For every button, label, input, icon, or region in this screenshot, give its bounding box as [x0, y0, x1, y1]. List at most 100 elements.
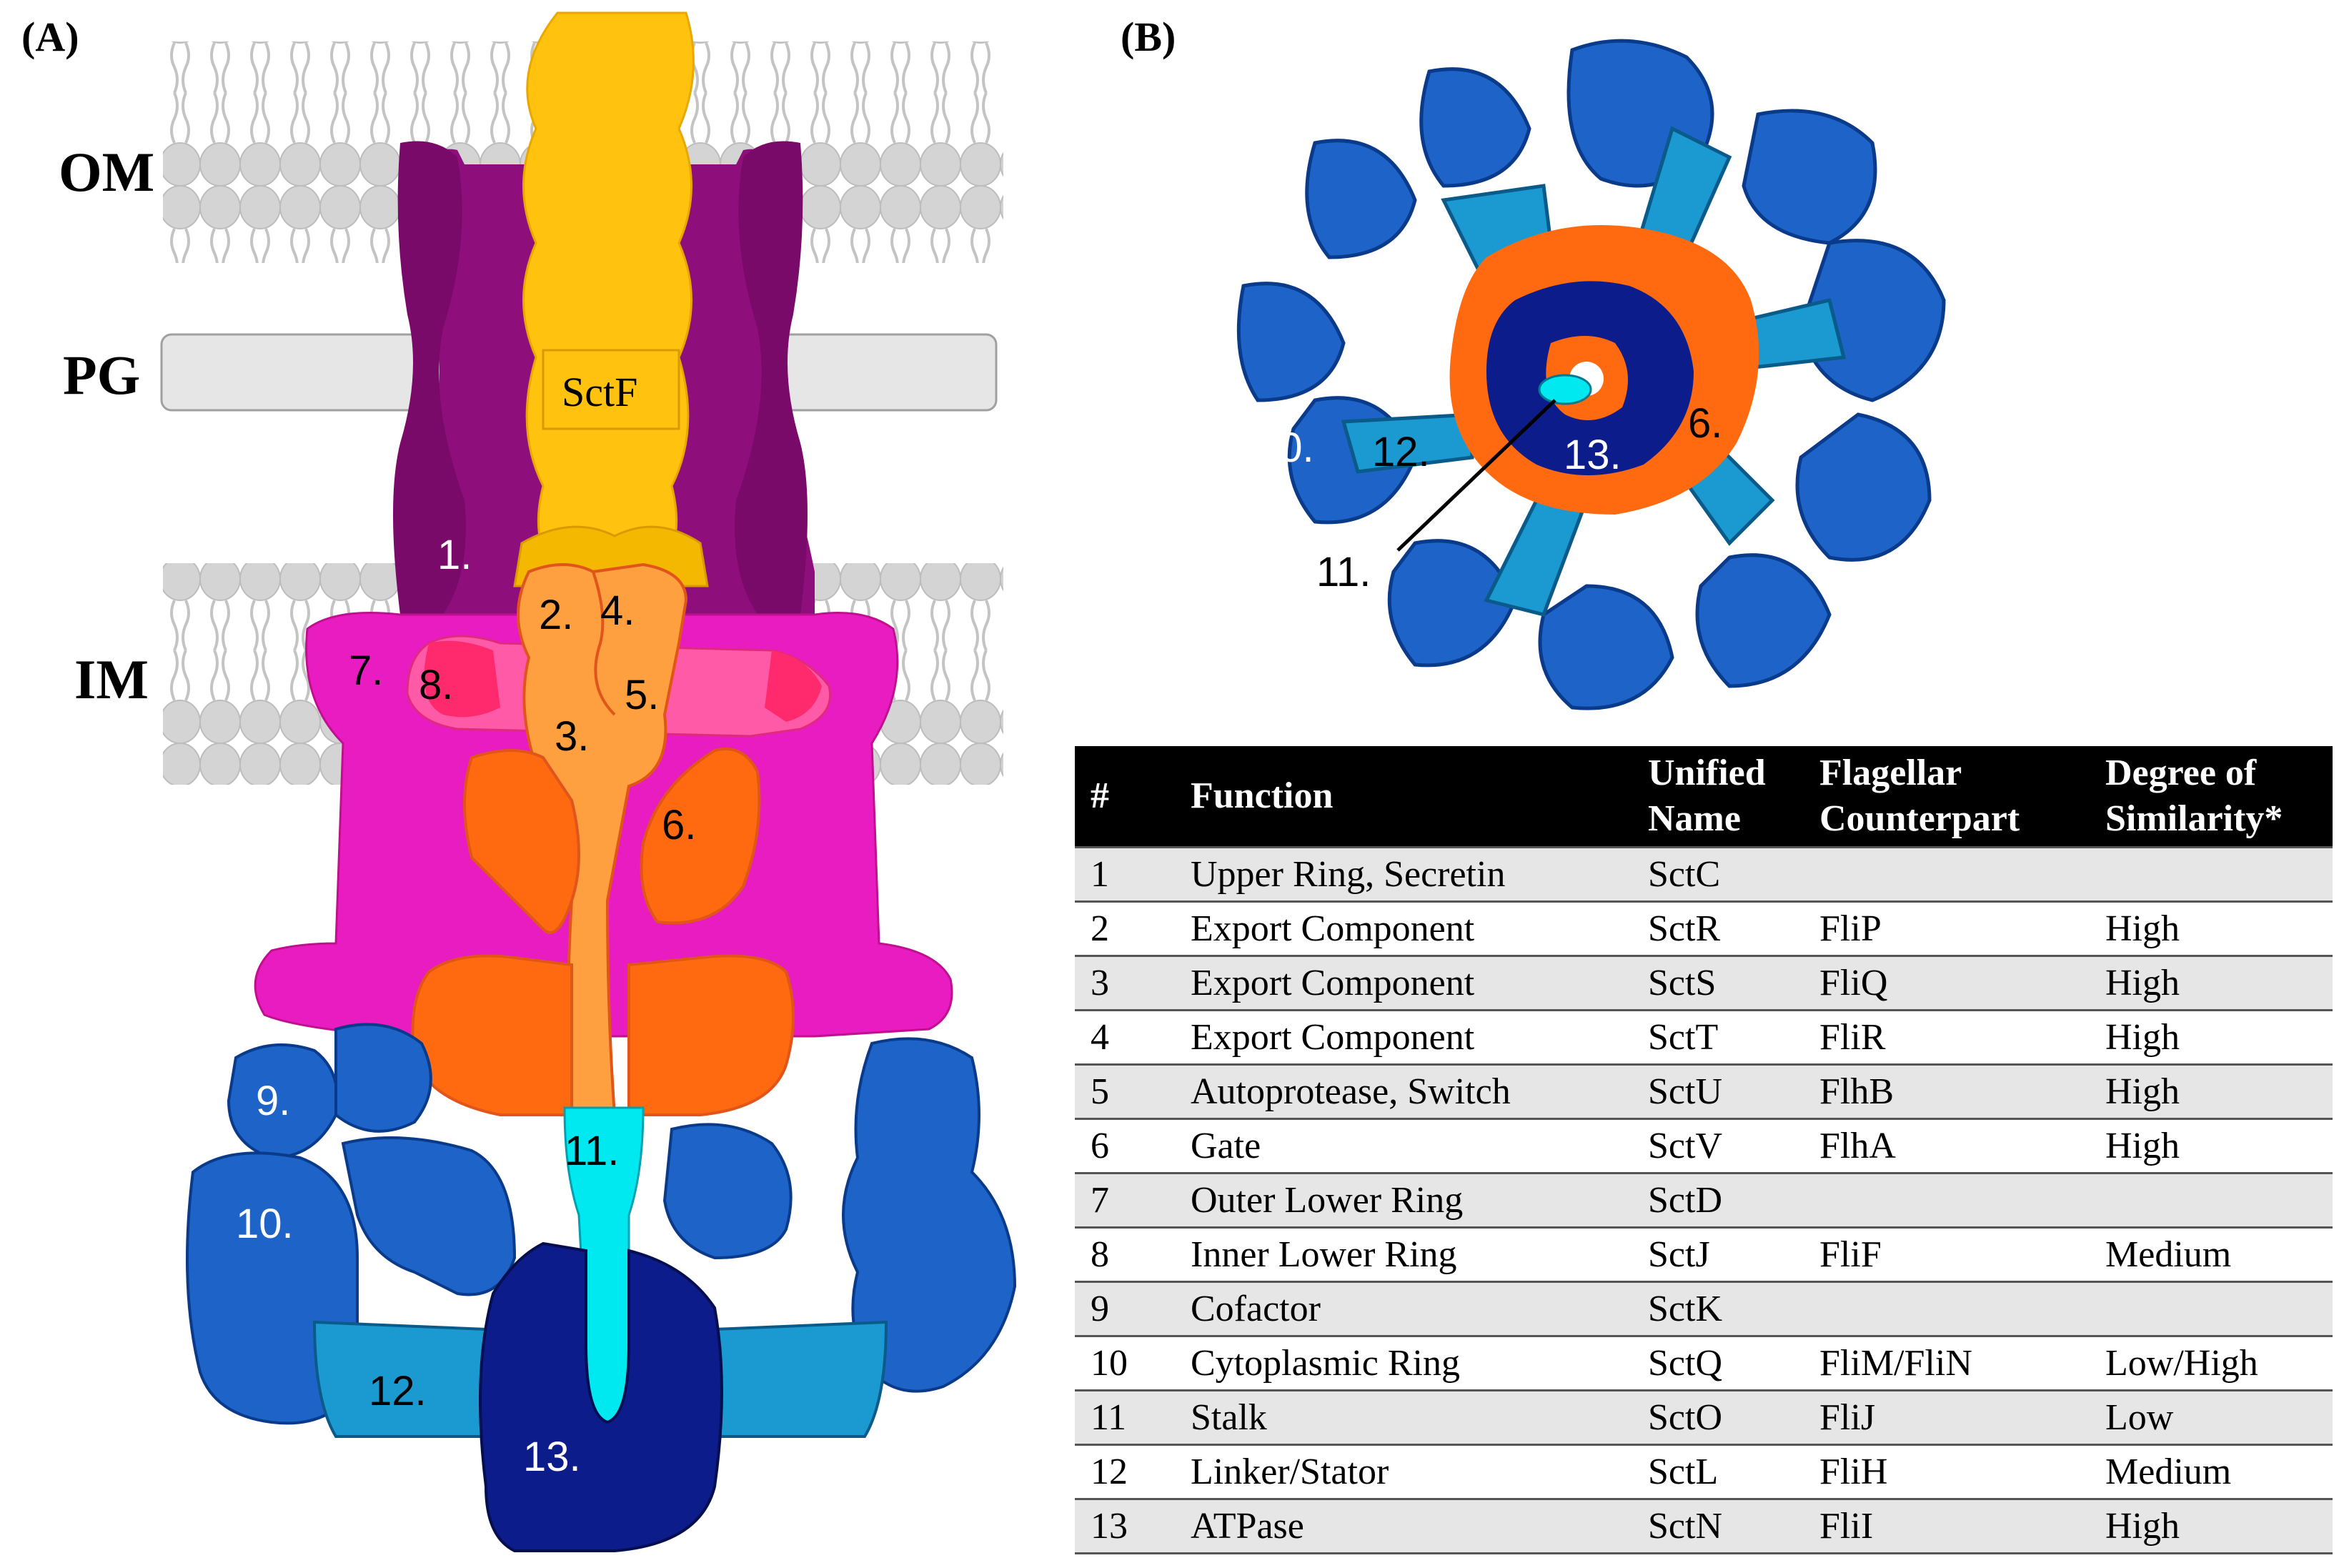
table-cell: Export Component — [1183, 955, 1641, 1011]
header-degree-of-similarity: Degree of Similarity* — [2098, 746, 2333, 848]
label-11-leader-line — [1396, 399, 1556, 552]
table-cell: High — [2098, 1063, 2333, 1120]
top-label-11: 11. — [1316, 549, 1371, 595]
table-cell: SctS — [1641, 955, 1812, 1011]
gate-left-lower — [411, 954, 573, 1116]
label-3: 3. — [555, 713, 589, 760]
table-cell: Stalk — [1183, 1389, 1641, 1446]
table-cell: 10 — [1075, 1335, 1183, 1391]
table-cell: SctC — [1641, 846, 1812, 903]
table-cell — [2098, 1172, 2333, 1229]
table-cell: Gate — [1183, 1118, 1641, 1174]
table-cell: 2 — [1075, 900, 1183, 957]
header-function: Function — [1183, 746, 1641, 848]
header-number: # — [1075, 746, 1183, 848]
header-unified-name: Unified Name — [1641, 746, 1812, 848]
table-cell: 9 — [1075, 1281, 1183, 1337]
gate-top — [1449, 225, 1759, 515]
table-cell: SctT — [1641, 1009, 1812, 1066]
inner-gate-top — [1546, 336, 1628, 420]
table-cell: SctN — [1641, 1498, 1812, 1554]
cytoplasmic-ring-top — [1236, 39, 1946, 710]
table-cell: FliJ — [1812, 1389, 2098, 1446]
atpase — [479, 1241, 723, 1552]
panel-a-label: (A) — [21, 14, 79, 60]
table-cell: FliM/FliN — [1812, 1335, 2098, 1391]
table-cell: FlhB — [1812, 1063, 2098, 1120]
table-cell: 3 — [1075, 955, 1183, 1011]
export-divider-line — [592, 571, 616, 716]
table-cell: SctU — [1641, 1063, 1812, 1120]
table-cell: Medium — [2098, 1226, 2333, 1283]
cytoplasmic-ring-right — [842, 1037, 1017, 1393]
table-cell — [1812, 1281, 2098, 1337]
table-cell: Low — [2098, 1389, 2333, 1446]
secretin-left-lobe — [393, 141, 466, 615]
atpase-ring-top — [1486, 281, 1694, 475]
label-9: 9. — [256, 1078, 290, 1124]
needle-label-box — [542, 349, 680, 430]
top-label-10: 10. — [1256, 425, 1314, 471]
table-cell: Outer Lower Ring — [1183, 1172, 1641, 1229]
top-label-9: 9. — [1368, 300, 1402, 347]
gate-right-upper — [640, 748, 761, 925]
label-6: 6. — [662, 802, 696, 848]
outer-membrane-label: OM — [59, 141, 155, 203]
table-cell: Cofactor — [1183, 1281, 1641, 1337]
table-cell: 8 — [1075, 1226, 1183, 1283]
label-8: 8. — [419, 662, 453, 708]
table-cell: High — [2098, 955, 2333, 1011]
table-cell: SctD — [1641, 1172, 1812, 1229]
top-label-12: 12. — [1372, 429, 1430, 475]
table-cell: High — [2098, 1118, 2333, 1174]
table-cell: ATPase — [1183, 1498, 1641, 1554]
table-cell: Upper Ring, Secretin — [1183, 846, 1641, 903]
inner-ring-left-lobe — [424, 640, 500, 718]
cytoplasmic-ring-right-inner — [662, 1123, 793, 1260]
table-cell — [1812, 1172, 2098, 1229]
table-cell: FliH — [1812, 1444, 2098, 1500]
top-label-13: 13. — [1564, 432, 1622, 478]
table-cell: 5 — [1075, 1063, 1183, 1120]
inner-ring-right-lobe — [765, 650, 822, 722]
table-cell: 7 — [1075, 1172, 1183, 1229]
table-cell — [2098, 1281, 2333, 1337]
table-cell: SctQ — [1641, 1335, 1812, 1391]
needle-label: SctF — [562, 369, 637, 415]
table-cell: SctL — [1641, 1444, 1812, 1500]
table-cell: Inner Lower Ring — [1183, 1226, 1641, 1283]
table-cell: 13 — [1075, 1498, 1183, 1554]
linker-right — [706, 1320, 888, 1438]
table-cell: FliQ — [1812, 955, 2098, 1011]
label-7: 7. — [349, 647, 383, 694]
secretin-right-lobe — [735, 141, 808, 615]
table-cell: 12 — [1075, 1444, 1183, 1500]
gate-left-upper — [463, 749, 580, 934]
table-cell: Cytoplasmic Ring — [1183, 1335, 1641, 1391]
label-10: 10. — [236, 1201, 294, 1247]
table-cell — [2098, 846, 2333, 903]
central-pore — [1569, 362, 1604, 396]
table-cell: 6 — [1075, 1118, 1183, 1174]
table-cell: Autoprotease, Switch — [1183, 1063, 1641, 1120]
table-cell: High — [2098, 1009, 2333, 1066]
table-cell: SctK — [1641, 1281, 1812, 1337]
table-cell: SctV — [1641, 1118, 1812, 1174]
table-cell: 4 — [1075, 1009, 1183, 1066]
table-cell: FlhA — [1812, 1118, 2098, 1174]
cofactor-left-2 — [334, 1023, 432, 1133]
label-2: 2. — [539, 592, 573, 638]
label-13: 13. — [523, 1434, 581, 1480]
table-cell: Export Component — [1183, 900, 1641, 957]
